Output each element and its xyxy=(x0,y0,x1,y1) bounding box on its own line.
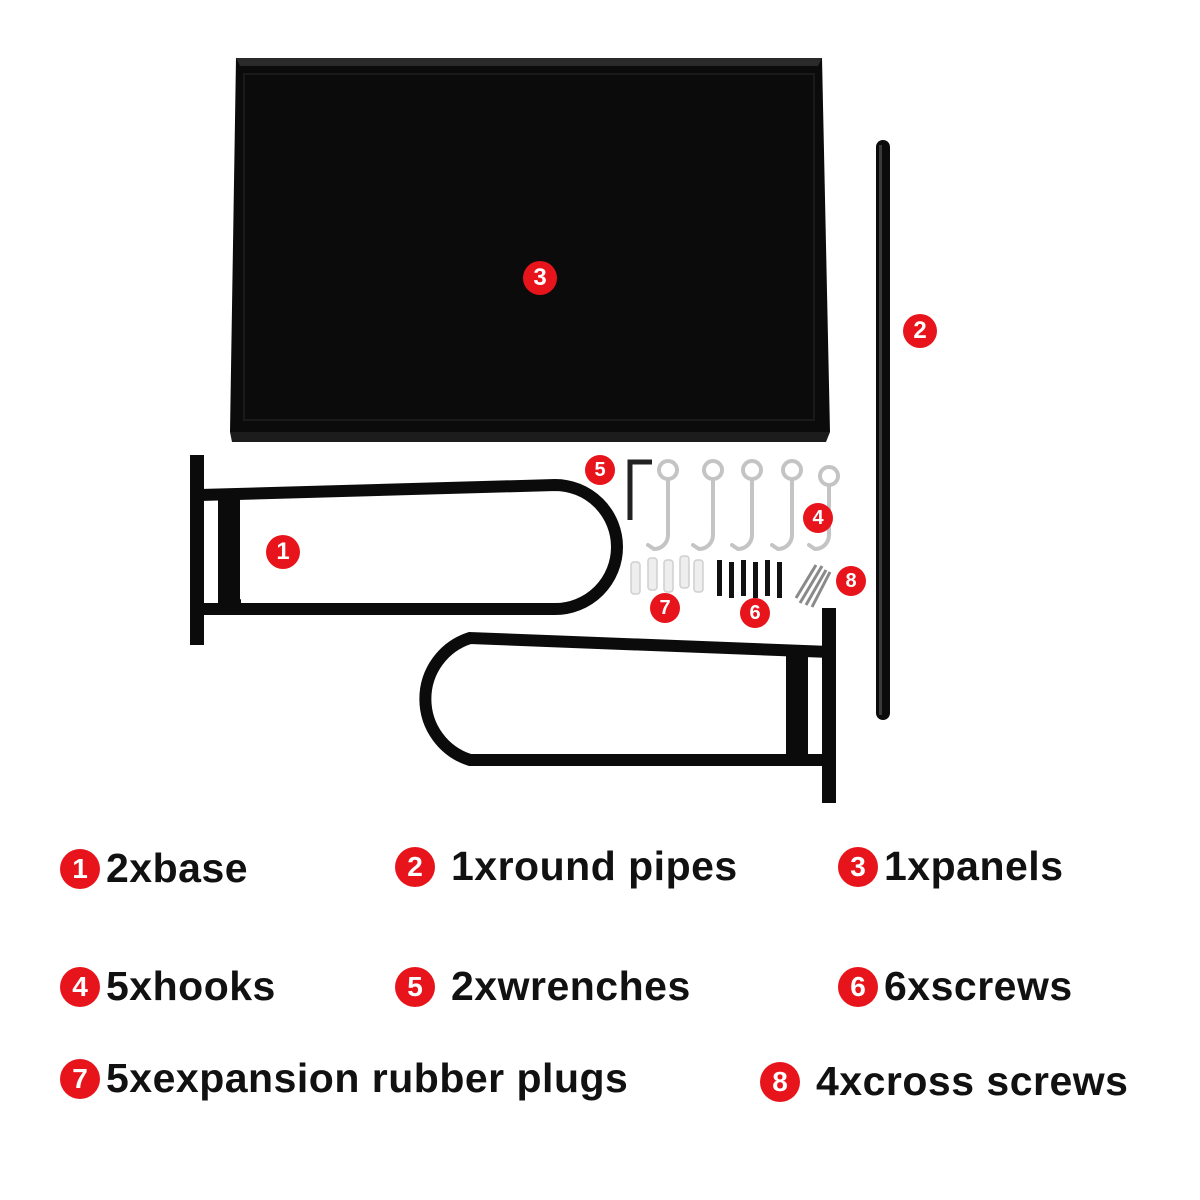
legend-item-screws: 6 6xscrews xyxy=(838,963,1073,1010)
screws xyxy=(717,560,782,598)
callout-wrench: 5 xyxy=(585,455,615,485)
cross-screws xyxy=(794,564,832,608)
legend-number-badge: 1 xyxy=(60,848,100,889)
callout-screws: 6 xyxy=(740,598,770,628)
legend-item-hooks: 4 5xhooks xyxy=(60,963,276,1010)
legend-number-badge: 7 xyxy=(60,1058,100,1099)
legend-number-badge: 4 xyxy=(60,966,100,1007)
legend-label: 4xcross screws xyxy=(816,1058,1129,1104)
legend-number-badge: 5 xyxy=(395,966,435,1007)
legend-item-base: 1 2xbase xyxy=(60,845,248,892)
legend-label: 1xpanels xyxy=(884,843,1064,889)
legend-item-expansion-plugs: 7 5xexpansion rubber plugs xyxy=(60,1055,628,1102)
legend-number-badge: 3 xyxy=(838,846,878,887)
legend-label: 5xhooks xyxy=(106,963,276,1009)
callout-round-pipe: 2 xyxy=(903,314,937,348)
s-hooks xyxy=(646,459,840,552)
tray-panel xyxy=(230,58,830,442)
callout-plugs: 7 xyxy=(650,593,680,623)
callout-base: 1 xyxy=(266,535,300,569)
legend-number-badge: 6 xyxy=(838,966,878,1007)
expansion-plugs xyxy=(630,555,704,595)
base-bracket-2 xyxy=(419,608,836,803)
hex-wrench xyxy=(627,459,652,520)
legend-label: 5xexpansion rubber plugs xyxy=(106,1055,629,1101)
callout-panel: 3 xyxy=(523,261,557,295)
legend-number-badge: 2 xyxy=(395,846,435,887)
base-bracket-1 xyxy=(190,455,623,645)
callout-cross-screws: 8 xyxy=(836,566,866,596)
legend-item-cross-screws: 8 4xcross screws xyxy=(760,1058,1128,1105)
round-pipe xyxy=(876,140,890,720)
parts-illustration xyxy=(190,58,890,803)
callout-hooks: 4 xyxy=(803,503,833,533)
legend-item-panels: 3 1xpanels xyxy=(838,843,1064,890)
legend-item-round-pipes: 2 1xround pipes xyxy=(395,843,738,890)
legend-item-wrenches: 5 2xwrenches xyxy=(395,963,691,1010)
legend-label: 6xscrews xyxy=(884,963,1073,1009)
legend-label: 2xbase xyxy=(106,845,249,891)
legend-number-badge: 8 xyxy=(760,1061,800,1102)
legend-label: 2xwrenches xyxy=(451,963,691,1009)
legend-label: 1xround pipes xyxy=(451,843,738,889)
